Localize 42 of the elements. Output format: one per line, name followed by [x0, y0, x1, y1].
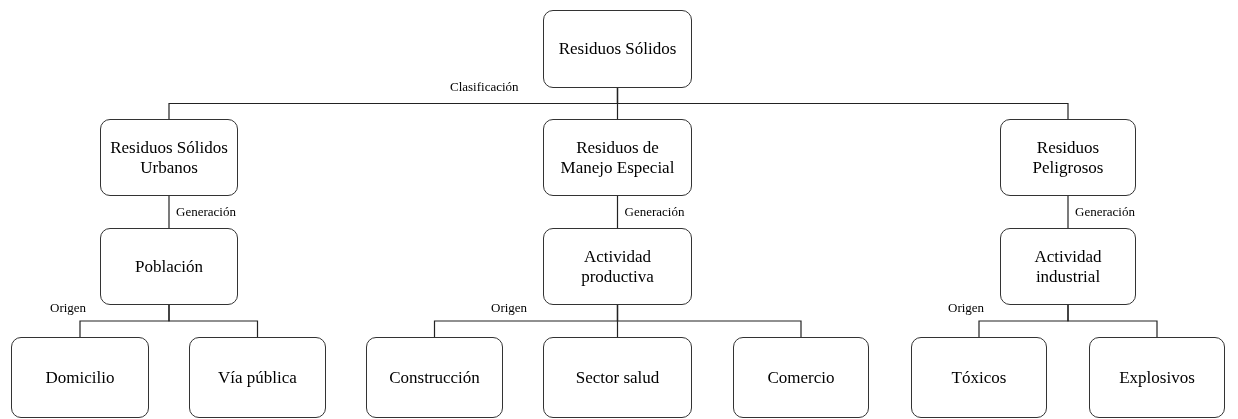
box-text: Residuos Sólidos Urbanos	[109, 137, 229, 178]
category-box	[1089, 337, 1225, 418]
branch-label: Origen	[50, 301, 87, 314]
edge-label: Generación	[1075, 205, 1135, 218]
category-box	[1000, 228, 1136, 305]
box-text: Vía pública	[218, 367, 297, 388]
connector-line	[616, 87, 1069, 120]
category-box	[11, 337, 149, 418]
box-text: Actividad industrial	[1033, 246, 1103, 287]
connector-line	[1067, 195, 1069, 229]
branch-label: Clasificación	[450, 80, 519, 93]
category-box	[543, 337, 692, 418]
box-text: Explosivos	[1119, 367, 1195, 388]
category-box	[911, 337, 1047, 418]
connector-line	[168, 304, 259, 338]
box-text: Residuos Sólidos	[558, 39, 677, 59]
category-box	[189, 337, 326, 418]
branch-label: Origen	[948, 301, 985, 314]
category-box	[733, 337, 869, 418]
category-box	[543, 228, 692, 305]
branch-label: Origen	[491, 301, 528, 314]
box-text: Sector salud	[575, 367, 660, 388]
connector-line	[616, 195, 619, 229]
edge-label: Generación	[176, 205, 236, 218]
category-box	[100, 119, 238, 196]
connector-line	[168, 195, 170, 229]
category-box	[366, 337, 503, 418]
connector-line	[1067, 304, 1158, 338]
category-box	[543, 119, 692, 196]
box-text: Domicilio	[45, 367, 115, 388]
box-text: Comercio	[767, 367, 835, 388]
box-text: Actividad productiva	[580, 246, 655, 287]
box-text: Residuos Peligrosos	[1031, 137, 1105, 178]
connector-line	[616, 304, 802, 338]
box-text: Construcción	[389, 367, 480, 388]
box-text: Población	[135, 256, 203, 277]
category-box	[543, 10, 692, 88]
box-text: Tóxicos	[951, 367, 1007, 388]
category-box	[1000, 119, 1136, 196]
edge-label: Generación	[624, 205, 685, 218]
box-text: Residuos de Manejo Especial	[559, 137, 676, 178]
category-box	[100, 228, 238, 305]
